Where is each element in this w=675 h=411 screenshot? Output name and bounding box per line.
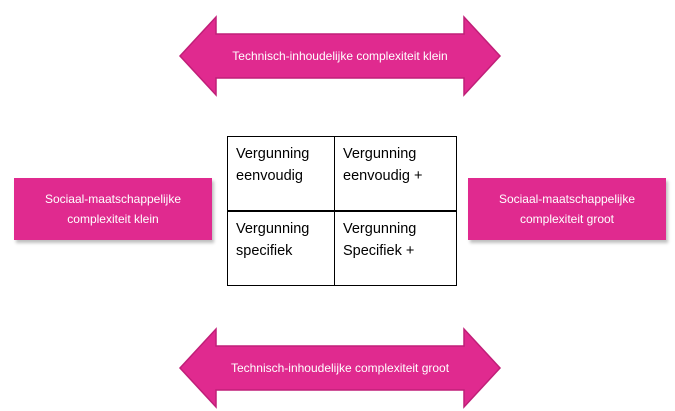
box-social-small: Sociaal-maatschappelijke complexiteit kl… xyxy=(14,178,212,240)
cell-line: Vergunning xyxy=(343,146,417,162)
matrix-cell-simple: Vergunning eenvoudig xyxy=(228,137,335,212)
arrow-top-label: Technisch-inhoudelijke complexiteit klei… xyxy=(232,49,448,63)
box-social-large: Sociaal-maatschappelijke complexiteit gr… xyxy=(468,178,666,240)
cell-line: eenvoudig + xyxy=(343,168,423,184)
box-right-line1: Sociaal-maatschappelijke xyxy=(498,192,636,206)
matrix-cell-simple-plus: Vergunning eenvoudig + xyxy=(335,137,456,212)
arrow-top: Technisch-inhoudelijke complexiteit klei… xyxy=(178,15,502,97)
cell-line: Vergunning xyxy=(236,146,310,162)
arrow-bottom-label: Technisch-inhoudelijke complexiteit groo… xyxy=(230,361,450,375)
matrix-cell-specific-plus: Vergunning Specifiek + xyxy=(335,212,456,285)
box-left-line1: Sociaal-maatschappelijke xyxy=(44,192,182,206)
cell-line: Specifiek + xyxy=(343,243,415,259)
cell-line: Vergunning xyxy=(236,221,310,237)
matrix-cell-specific: Vergunning specifiek xyxy=(228,212,335,285)
box-right-line2: complexiteit groot xyxy=(519,212,615,226)
double-arrow-shape xyxy=(178,327,502,409)
arrow-bottom: Technisch-inhoudelijke complexiteit groo… xyxy=(178,327,502,409)
cell-line: eenvoudig xyxy=(236,168,303,184)
permit-matrix: Vergunning eenvoudig Vergunning eenvoudi… xyxy=(227,136,457,286)
cell-line: specifiek xyxy=(236,243,293,259)
box-left-line2: complexiteit klein xyxy=(67,212,159,226)
cell-line: Vergunning xyxy=(343,221,417,237)
double-arrow-shape xyxy=(178,15,502,97)
